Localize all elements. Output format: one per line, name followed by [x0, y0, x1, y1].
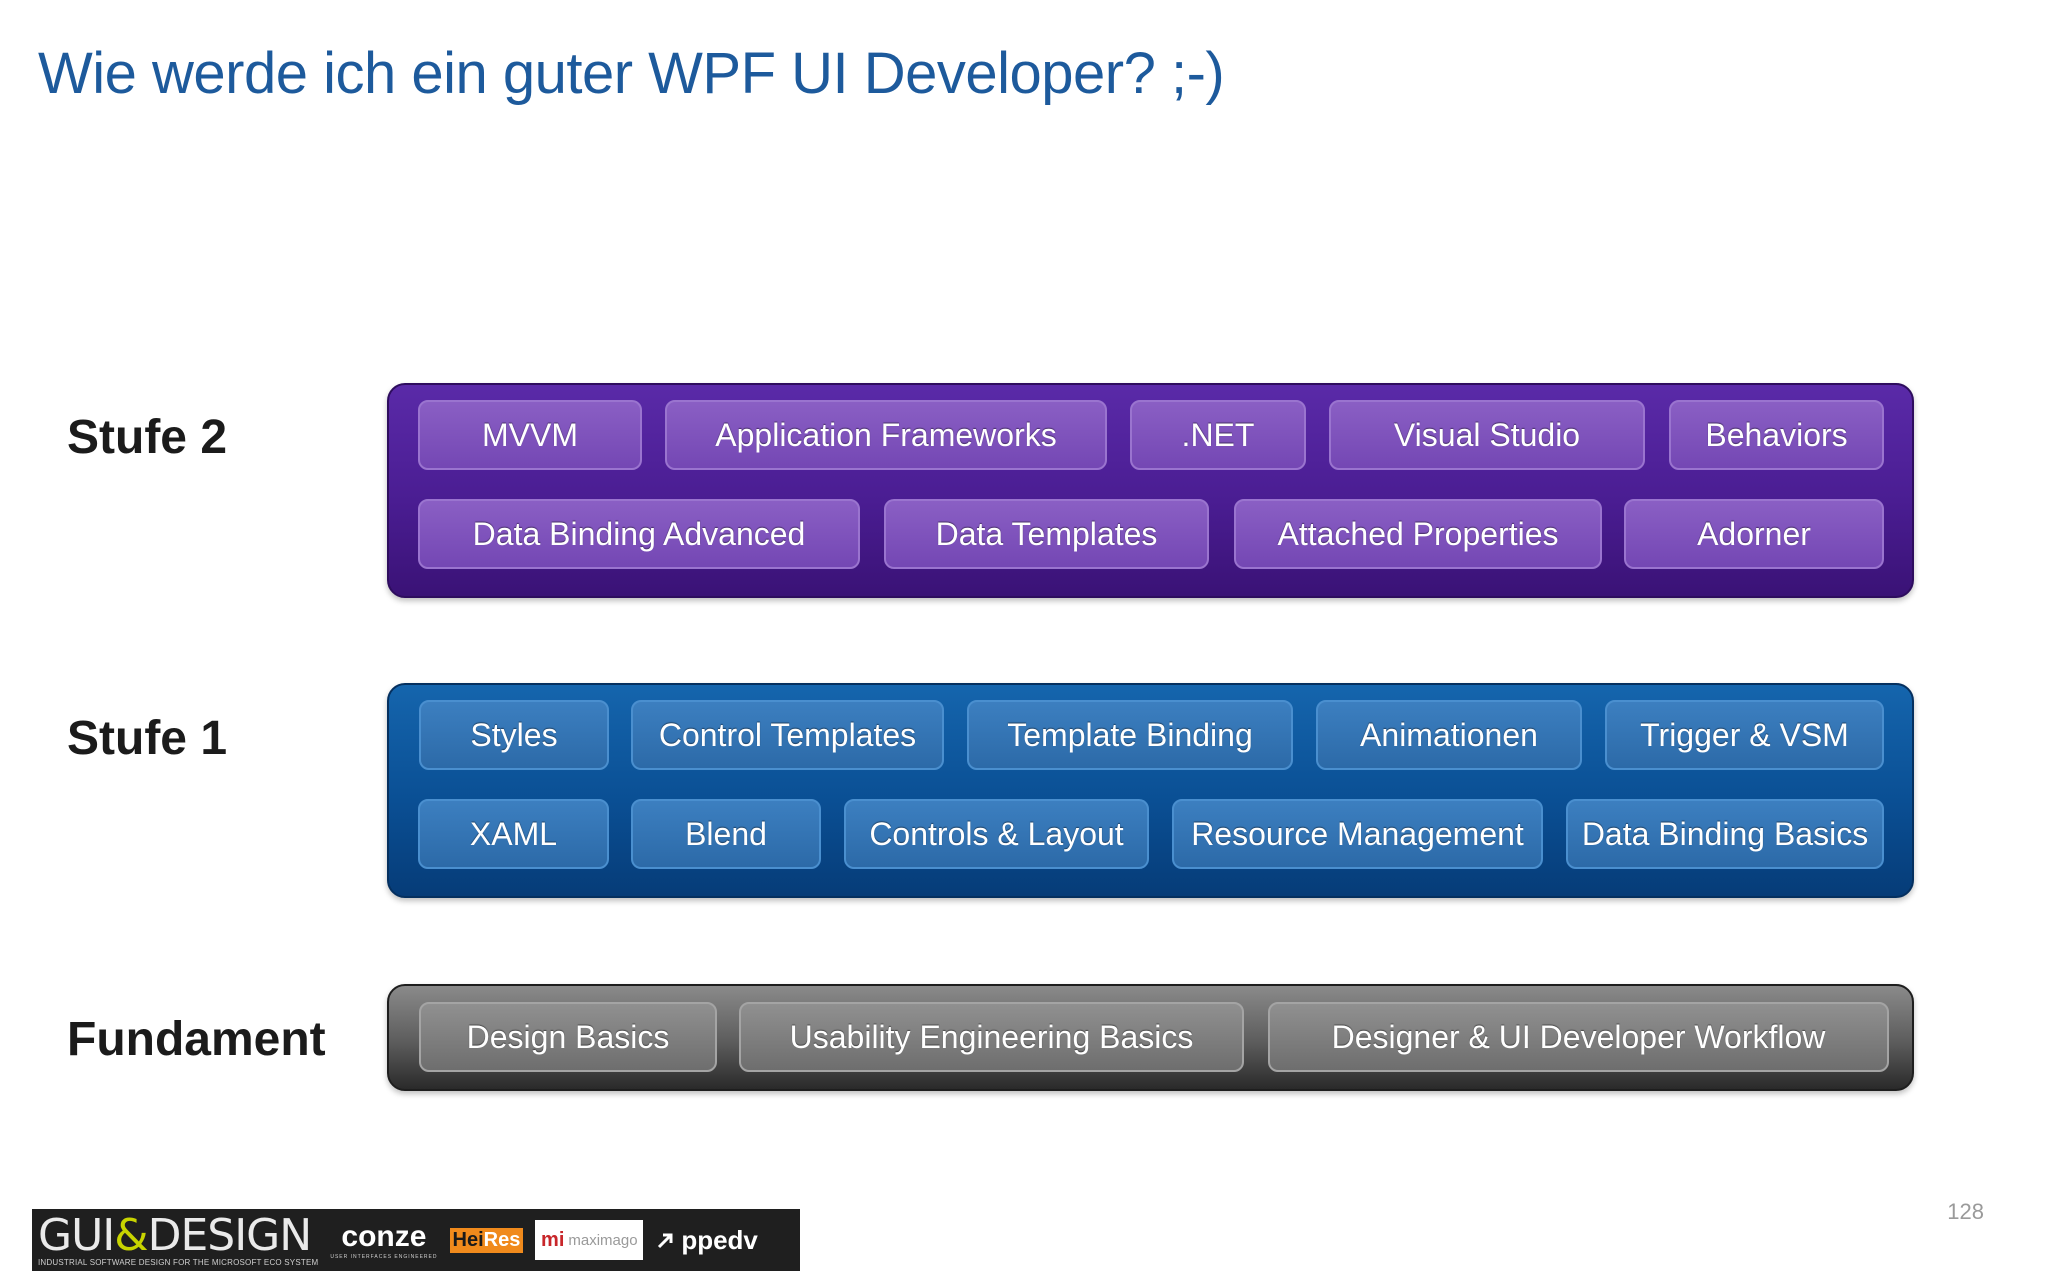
gui-design-logo-text: GUI&DESIGN: [38, 1209, 312, 1261]
chip-animationen: Animationen: [1316, 700, 1582, 770]
level-label-stufe-2: Stufe 2: [67, 411, 228, 464]
chip-usability-engineering-basics: Usability Engineering Basics: [739, 1002, 1244, 1072]
chip-attached-properties: Attached Properties: [1234, 499, 1602, 569]
ppedv-logo-text: ppedv: [681, 1224, 758, 1255]
gui-design-logo: GUI&DESIGN INDUSTRIAL SOFTWARE DESIGN FO…: [38, 1209, 319, 1267]
conze-logo: conze USER INTERFACES ENGINEERED: [330, 1220, 437, 1260]
maximago-logo: mi maximago: [535, 1220, 644, 1260]
heires-logo: HeiRes: [449, 1227, 524, 1253]
conze-tagline: USER INTERFACES ENGINEERED: [330, 1254, 438, 1260]
chip-trigger-vsm: Trigger & VSM: [1605, 700, 1884, 770]
ppedv-logo: ppedv: [655, 1225, 758, 1256]
chip-styles: Styles: [419, 700, 609, 770]
chip-designer-ui-developer-workflow: Designer & UI Developer Workflow: [1268, 1002, 1889, 1072]
chip-data-binding-advanced: Data Binding Advanced: [418, 499, 860, 569]
maximago-logo-text: maximago: [568, 1231, 638, 1249]
maximago-mark-icon: mi: [541, 1228, 565, 1251]
chip-data-templates: Data Templates: [884, 499, 1209, 569]
conze-logo-text: conze: [341, 1220, 427, 1253]
chip-template-binding: Template Binding: [967, 700, 1293, 770]
chip-data-binding-basics: Data Binding Basics: [1566, 799, 1884, 869]
chip-visual-studio: Visual Studio: [1329, 400, 1645, 470]
chip-behaviors: Behaviors: [1669, 400, 1884, 470]
chip-application-frameworks: Application Frameworks: [665, 400, 1107, 470]
stufe-1-band: Styles Control Templates Template Bindin…: [387, 683, 1914, 898]
ppedv-arrow-icon: [658, 1233, 673, 1249]
sponsor-logo-strip: GUI&DESIGN INDUSTRIAL SOFTWARE DESIGN FO…: [32, 1209, 800, 1271]
chip-xaml: XAML: [418, 799, 609, 869]
chip-adorner: Adorner: [1624, 499, 1884, 569]
chip-mvvm: MVVM: [418, 400, 642, 470]
chip-resource-management: Resource Management: [1172, 799, 1543, 869]
level-label-fundament: Fundament: [67, 1013, 326, 1066]
level-label-stufe-1: Stufe 1: [67, 712, 228, 765]
chip-control-templates: Control Templates: [631, 700, 944, 770]
heires-logo-text: HeiRes: [449, 1227, 524, 1253]
chip-controls-layout: Controls & Layout: [844, 799, 1149, 869]
page-number: 128: [1947, 1199, 1984, 1224]
slide-title: Wie werde ich ein guter WPF UI Developer…: [38, 41, 1225, 106]
chip-blend: Blend: [631, 799, 821, 869]
fundament-band: Design Basics Usability Engineering Basi…: [387, 984, 1914, 1091]
chip-design-basics: Design Basics: [419, 1002, 717, 1072]
gui-design-tagline: INDUSTRIAL SOFTWARE DESIGN FOR THE MICRO…: [38, 1257, 319, 1267]
chip-dotnet: .NET: [1130, 400, 1306, 470]
stufe-2-band: MVVM Application Frameworks .NET Visual …: [387, 383, 1914, 598]
